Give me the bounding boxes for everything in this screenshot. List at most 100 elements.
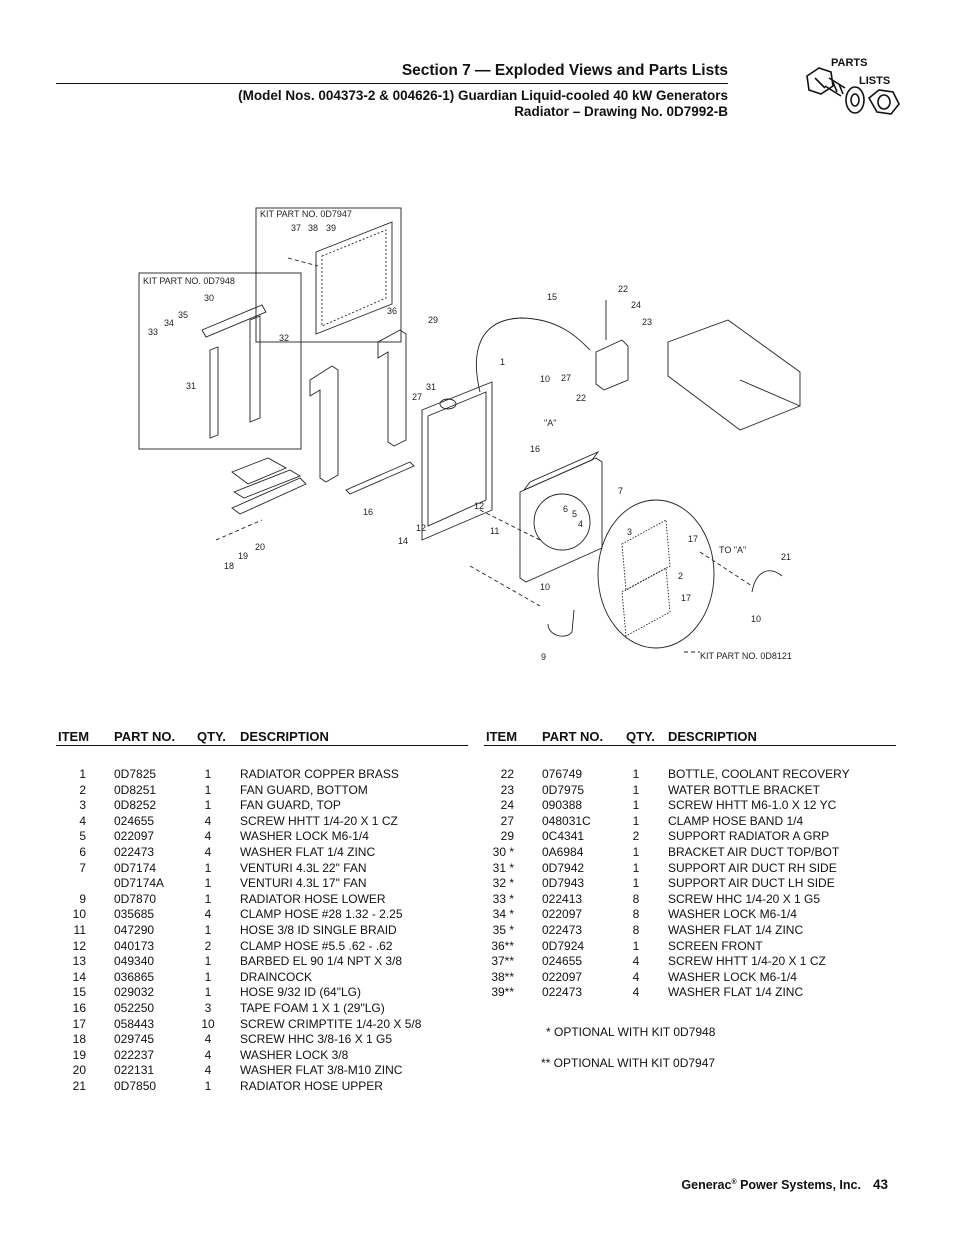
- callout: 5: [572, 509, 577, 519]
- description: FAN GUARD, BOTTOM: [240, 782, 368, 797]
- overflow-hose: [476, 317, 591, 393]
- part-number: 0D8251: [114, 782, 157, 797]
- part-number: 029745: [114, 1032, 155, 1047]
- quantity: 2: [632, 829, 640, 844]
- part-number: 0D7942: [542, 860, 585, 875]
- callout: 15: [547, 292, 557, 302]
- callout: 17: [681, 593, 691, 603]
- part-number: 047290: [114, 922, 155, 937]
- callout: 27: [561, 373, 571, 383]
- generator-frame: [667, 319, 801, 431]
- description: RADIATOR COPPER BRASS: [240, 767, 399, 781]
- description: WASHER FLAT 1/4 ZINC: [668, 985, 804, 1000]
- kit-label-0D7948: KIT PART NO. 0D7948: [143, 276, 235, 286]
- callout: 7: [618, 486, 623, 496]
- callout: 24: [631, 300, 641, 310]
- item-number: 16: [72, 1000, 86, 1015]
- part-number: 036865: [114, 969, 155, 984]
- item-number: 18: [72, 1032, 86, 1047]
- description: SCREW HHC 3/8-16 X 1 G5: [240, 1032, 393, 1047]
- part-number: 022097: [114, 829, 155, 844]
- exploded-view-diagram: KIT PART NO. 0D7947 KIT PART NO. 0D7948 …: [138, 207, 801, 662]
- description: CLAMP HOSE #5.5 .62 - .62: [240, 938, 393, 953]
- part-number: 029032: [114, 985, 155, 1000]
- quantity: 1: [204, 798, 212, 813]
- description: FAN GUARD, TOP: [240, 798, 341, 813]
- fan-guard-kit: [597, 499, 715, 649]
- part-number: 022097: [542, 969, 583, 984]
- quantity: 1: [632, 938, 640, 953]
- air-duct-bracket: [201, 304, 267, 439]
- part-number: 0D7975: [542, 782, 585, 797]
- quantity: 4: [632, 985, 640, 1000]
- description: WASHER FLAT 1/4 ZINC: [240, 844, 376, 859]
- quantity: 4: [632, 969, 640, 984]
- quantity: 4: [204, 1063, 212, 1078]
- callout: 17: [688, 534, 698, 544]
- quantity: 1: [204, 1078, 212, 1093]
- item-number: 33 *: [492, 891, 514, 906]
- page-footer: Generac® Power Systems, Inc.43: [681, 1177, 888, 1192]
- quantity: 8: [632, 922, 640, 937]
- item-number: 22: [500, 767, 514, 781]
- quantity: 1: [204, 969, 212, 984]
- item-number: 27: [500, 813, 514, 828]
- quantity: 4: [204, 829, 212, 844]
- quantity: 1: [632, 844, 640, 859]
- callout: 27: [412, 392, 422, 402]
- item-number: 9: [79, 891, 86, 906]
- item-number: 30 *: [492, 844, 514, 859]
- item-number: 38**: [491, 969, 514, 984]
- footer-company-rest: Power Systems, Inc.: [736, 1178, 861, 1192]
- radiator-supports: [309, 329, 407, 483]
- description: TAPE FOAM 1 X 1 (29"LG): [240, 1000, 385, 1015]
- drawing-subtitle: Radiator – Drawing No. 0D7992-B: [514, 104, 728, 119]
- description: CLAMP HOSE BAND 1/4: [668, 813, 804, 828]
- quantity: 8: [632, 907, 640, 922]
- item-number: 19: [72, 1047, 86, 1062]
- part-number: 022237: [114, 1047, 155, 1062]
- foam-tape: [345, 461, 415, 495]
- part-number: 035685: [114, 907, 155, 922]
- quantity: 1: [632, 767, 640, 781]
- callout: 4: [578, 519, 583, 529]
- item-number: 23: [500, 782, 514, 797]
- quantity: 2: [204, 938, 212, 953]
- description: SUPPORT RADIATOR A GRP: [668, 829, 830, 844]
- quantity: 4: [204, 813, 212, 828]
- description: CLAMP HOSE #28 1.32 - 2.25: [240, 907, 403, 922]
- callout: 38: [308, 223, 318, 233]
- item-number: 2: [79, 782, 86, 797]
- quantity: 3: [204, 1000, 212, 1015]
- description: SCREW HHTT 1/4-20 X 1 CZ: [240, 813, 398, 828]
- header-qty: QTY.: [626, 729, 655, 744]
- callout: 6: [563, 504, 568, 514]
- part-number: 022473: [542, 985, 583, 1000]
- callout: 21: [781, 552, 791, 562]
- description: DRAINCOCK: [240, 969, 313, 984]
- callout: 10: [751, 614, 761, 624]
- part-number: 0D7825: [114, 767, 157, 781]
- description: WASHER FLAT 3/8-M10 ZINC: [240, 1063, 403, 1078]
- callout: 29: [428, 315, 438, 325]
- description: SCREW HHC 1/4-20 X 1 G5: [668, 891, 821, 906]
- quantity: 1: [204, 767, 212, 781]
- part-number: 0D7174: [114, 860, 157, 875]
